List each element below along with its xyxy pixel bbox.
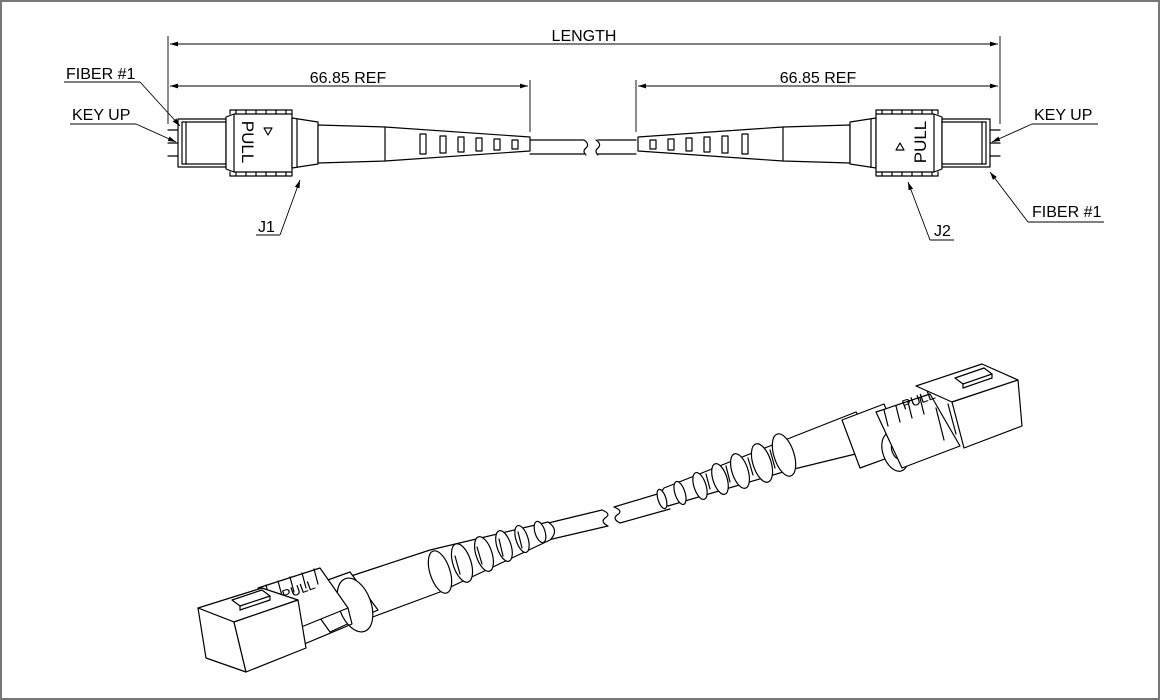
iso-connector-j2: PULL [841, 363, 1023, 472]
left-fiber-label: FIBER #1 [66, 66, 135, 83]
right-ref-label: 66.85 REF [780, 70, 857, 87]
iso-cable [539, 491, 671, 541]
pull-label-j2: PULL [911, 121, 930, 164]
overall-length-dimension: LENGTH [167, 28, 1001, 124]
connector-j2-top-view: PULL [849, 109, 1001, 177]
callout-j2: J2 [907, 181, 954, 241]
callout-left-key: KEY UP [70, 107, 177, 143]
connector-j1-top-view: PULL [167, 109, 319, 177]
right-fiber-label: FIBER #1 [1032, 204, 1101, 221]
pull-label-j1: PULL [238, 121, 257, 164]
left-ref-dimension: 66.85 REF [170, 70, 531, 132]
right-key-label: KEY UP [1034, 107, 1092, 124]
iso-boot-j1 [344, 520, 556, 619]
left-ref-label: 66.85 REF [310, 70, 387, 87]
boot-j2-top-view [637, 124, 851, 164]
callout-right-key: KEY UP [991, 107, 1098, 143]
overall-length-label: LENGTH [552, 28, 617, 45]
iso-connector-j1: PULL [197, 567, 379, 673]
iso-boot-j2 [656, 411, 881, 510]
left-key-label: KEY UP [72, 107, 130, 124]
boot-j1-top-view [317, 124, 531, 164]
cable-top-view [529, 139, 637, 156]
j1-label: J1 [258, 219, 275, 236]
callout-j1: J1 [256, 179, 301, 236]
isometric-cable-view: PULL [197, 363, 1023, 673]
j2-label: J2 [934, 223, 951, 240]
callout-right-fiber: FIBER #1 [989, 171, 1104, 223]
right-ref-dimension: 66.85 REF [635, 70, 998, 132]
callout-left-fiber: FIBER #1 [64, 66, 181, 127]
